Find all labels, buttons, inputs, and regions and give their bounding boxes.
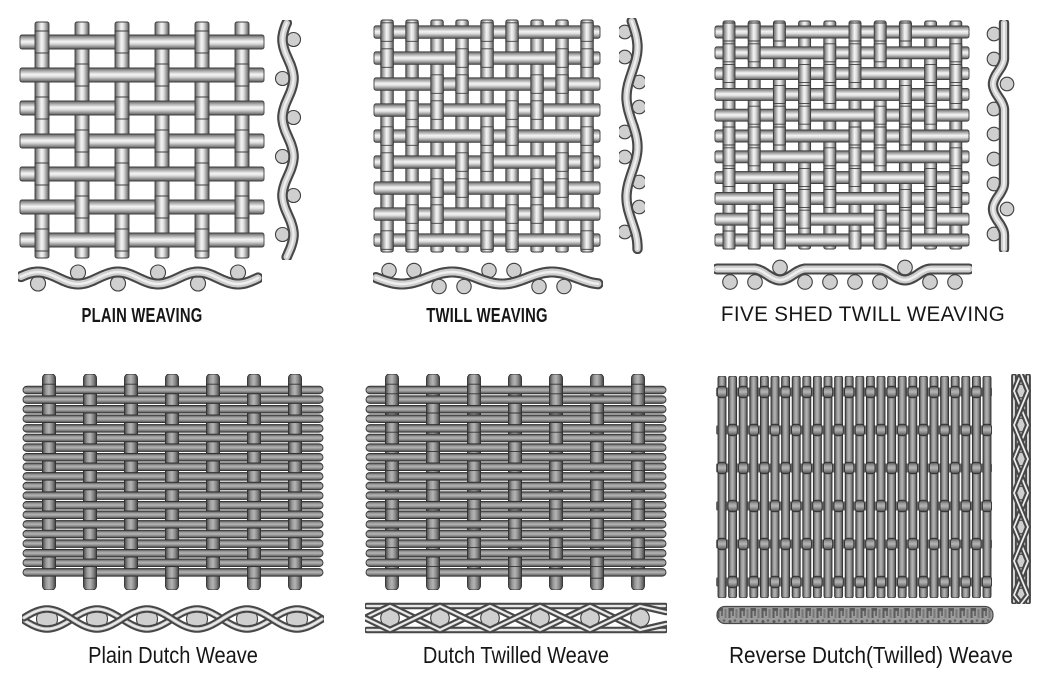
dutch-twilled-face-view [365, 374, 667, 590]
plain-dutch-cross-section [22, 605, 324, 633]
reverse-dutch-edge-view [716, 605, 994, 625]
reverse-dutch-side-section [1011, 374, 1031, 604]
plain-dutch-label: Plain Dutch Weave [88, 642, 258, 668]
panel-dutch-twilled-weave: Dutch Twilled Weave [350, 360, 680, 680]
panel-twill-weaving: TWILL WEAVING [350, 0, 660, 340]
twill-weaving-face-view [373, 19, 601, 253]
plain-weaving-bottom-section [18, 264, 262, 292]
twill-weaving-label: TWILL WEAVING [426, 305, 548, 327]
panel-plain-weaving: PLAIN WEAVING [0, 0, 340, 340]
dutch-twilled-cross-section [365, 602, 667, 634]
reverse-dutch-face-view [716, 376, 992, 598]
panel-five-shed-twill-weaving: FIVE SHED TWILL WEAVING [700, 0, 1060, 340]
five-shed-twill-bottom-section [714, 259, 972, 290]
five-shed-twill-label: FIVE SHED TWILL WEAVING [720, 303, 1006, 326]
plain-weaving-side-section [274, 20, 302, 260]
panel-plain-dutch-weave: Plain Dutch Weave [0, 360, 340, 680]
plain-dutch-face-view [22, 374, 324, 590]
twill-weaving-bottom-section [373, 262, 603, 295]
twill-weaving-side-section [619, 18, 645, 254]
reverse-dutch-label: Reverse Dutch(Twilled) Weave [729, 642, 1013, 668]
panel-reverse-dutch-weave: Reverse Dutch(Twilled) Weave [700, 360, 1060, 680]
five-shed-twill-side-section [986, 20, 1015, 252]
five-shed-twill-face-view [714, 20, 970, 250]
dutch-twilled-label: Dutch Twilled Weave [422, 642, 610, 668]
plain-weaving-label: PLAIN WEAVING [81, 305, 203, 327]
plain-weaving-face-view [19, 21, 265, 259]
